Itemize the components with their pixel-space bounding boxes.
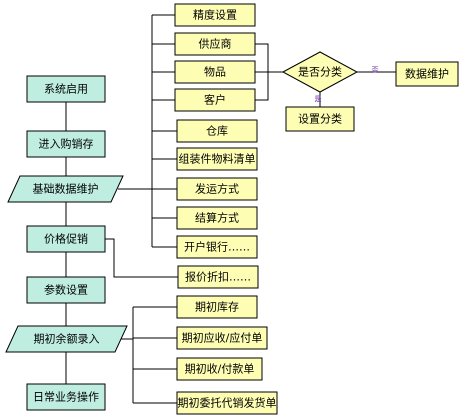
- flow-label-daily-ops: 日常业务操作: [33, 390, 99, 404]
- decision-label: 是否分类: [298, 65, 342, 79]
- flow-label-opening-balance: 期初余额录入: [34, 332, 100, 346]
- flow-box-price-promo: [26, 225, 106, 253]
- module-label-bank: 开户银行……: [184, 240, 250, 254]
- decision-yes-label: 是: [315, 95, 322, 103]
- module-box-opening-receipt-payment: [176, 357, 263, 381]
- target-box-set-category: [285, 106, 355, 132]
- module-box-opening-stock: [176, 295, 258, 319]
- flow-box-system-start: [26, 75, 106, 103]
- module-label-opening-stock: 期初库存: [195, 300, 239, 314]
- module-label-bom: 组装件物料清单: [179, 152, 256, 166]
- module-label-supplier: 供应商: [199, 37, 232, 51]
- target-box-data-maintenance: [395, 61, 459, 87]
- flow-box-daily-ops: [26, 383, 106, 411]
- module-label-settlement: 结算方式: [195, 211, 239, 225]
- module-label-customer: 客户: [204, 93, 226, 107]
- flow-label-price-promo: 价格促销: [44, 232, 88, 246]
- module-box-bom: [176, 147, 258, 171]
- decision-no-label: 否: [372, 66, 379, 74]
- flow-box-basic-data: [7, 175, 124, 203]
- flow-label-param-setup: 参数设置: [44, 283, 88, 297]
- flow-box-opening-balance: [5, 325, 128, 353]
- target-label-set-category: 设置分类: [298, 112, 342, 126]
- flow-label-enter-psi: 进入购销存: [39, 137, 94, 151]
- module-label-discount: 报价折扣……: [185, 270, 251, 284]
- module-label-goods: 物品: [204, 65, 226, 79]
- module-label-precision: 精度设置: [193, 8, 237, 22]
- module-box-opening-consignment: [176, 391, 278, 415]
- module-label-shipping: 发运方式: [195, 182, 239, 196]
- module-label-opening-consignment: 期初委托代销发货单: [178, 396, 277, 410]
- module-box-shipping: [176, 177, 258, 201]
- module-box-warehouse: [176, 119, 258, 143]
- module-label-opening-ar-ap: 期初应收/应付单: [182, 331, 263, 345]
- flow-box-enter-psi: [26, 130, 106, 158]
- module-box-bank: [176, 235, 258, 259]
- module-label-opening-receipt-payment: 期初收/付款单: [185, 362, 255, 376]
- price-branch-connector: [105, 238, 178, 278]
- module-box-opening-ar-ap: [176, 326, 268, 350]
- module-label-warehouse: 仓库: [206, 124, 228, 138]
- module-box-settlement: [176, 206, 258, 230]
- flow-label-system-start: 系统启用: [44, 83, 88, 96]
- module-box-precision: [174, 3, 256, 27]
- flow-box-param-setup: [26, 276, 106, 304]
- target-label-data-maintenance: 数据维护: [405, 67, 449, 81]
- flow-label-basic-data: 基础数据维护: [33, 182, 99, 196]
- module-box-discount: [177, 265, 259, 289]
